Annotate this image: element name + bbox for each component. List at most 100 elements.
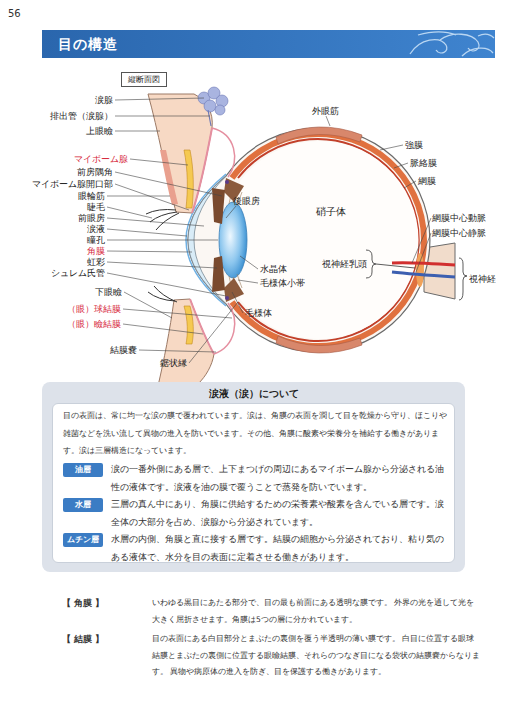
leader-line xyxy=(115,184,189,210)
leader-line xyxy=(107,229,187,236)
part-name: （眼）瞼結膜 xyxy=(67,319,121,329)
leader-line xyxy=(326,116,330,126)
central-artery xyxy=(392,263,455,265)
leader-line xyxy=(139,350,216,352)
iris xyxy=(212,188,225,224)
leader-line xyxy=(107,218,204,226)
part-name: 脈絡膜 xyxy=(410,158,437,168)
palpebral-conjunctiva xyxy=(190,299,214,354)
part-name: 角膜 xyxy=(87,246,105,256)
upper-eyelid xyxy=(148,94,212,213)
extraocular-muscle xyxy=(276,336,362,353)
schlemm-canal xyxy=(225,180,229,184)
part-name: 虹彩 xyxy=(87,257,105,267)
meibomian-gland xyxy=(184,306,193,344)
eyelash xyxy=(146,210,179,231)
leader-line xyxy=(189,302,238,363)
gland-lobe xyxy=(204,100,216,112)
info-inner-panel: 目の表面は、常に均一な涙の膜で覆われています。涙は、角膜の表面を潤して目を乾燥か… xyxy=(52,403,455,563)
part-name: 網膜中心静脈 xyxy=(432,228,486,238)
part-name: 鋸状縁 xyxy=(160,358,187,368)
part-name: 視神経乳頭 xyxy=(322,259,367,269)
leader-line xyxy=(107,207,152,218)
tear-layer-row: ムチン層水層の内側、角膜と直に接する層です。結膜の細胞から分泌されており、粘り気… xyxy=(63,531,453,566)
eyelids xyxy=(146,87,235,386)
part-name: マイボーム腺開口部 xyxy=(32,179,113,189)
leader-line xyxy=(380,145,403,150)
part-name: 睫毛 xyxy=(87,202,105,212)
part-name: 瞳孔 xyxy=(87,235,105,245)
leader-line xyxy=(107,262,217,268)
page-number: 56 xyxy=(8,9,21,19)
schlemm-canal xyxy=(225,296,229,300)
leader-line xyxy=(123,309,232,318)
leader-line xyxy=(240,256,258,269)
part-name: 硝子体 xyxy=(316,207,346,217)
layer-tag: 水層 xyxy=(63,498,103,512)
layer-description: 水層の内側、角膜と直に接する層です。結膜の細胞から分泌されており、粘り気のある液… xyxy=(111,531,449,566)
optic-disc xyxy=(416,253,424,287)
view-label-box: 縦断面図 xyxy=(121,72,167,87)
leader-line xyxy=(238,280,258,283)
title-banner: 目の構造 xyxy=(42,30,495,58)
lacrimal-duct xyxy=(208,110,211,126)
leader-line xyxy=(107,240,218,241)
part-name: 結膜嚢 xyxy=(110,345,137,355)
part-name: 毛様体 xyxy=(245,308,272,318)
extraocular-muscle xyxy=(276,127,362,144)
leader-line xyxy=(394,163,408,168)
leader-lines xyxy=(107,98,431,363)
leader-line xyxy=(130,159,188,165)
part-name: 視神経 xyxy=(469,274,496,284)
layer-description: 涙の一番外側にある層で、上下まつげの周辺にあるマイボーム腺から分泌される油性の液… xyxy=(111,461,449,496)
part-name: 網膜中心動脈 xyxy=(432,213,486,223)
info-panel: 涙液（涙）について目の表面は、常に均一な涙の膜で覆われています。涙は、角膜の表面… xyxy=(42,382,465,572)
eyelash xyxy=(148,286,177,302)
tear-layer-row: 油層涙の一番外側にある層で、上下まつげの周辺にあるマイボーム腺から分泌される油性… xyxy=(63,461,453,496)
layer-description: 三層の真ん中にあり、角膜に供給するための栄養素や酸素を含んでいる層です。涙全体の… xyxy=(111,496,449,531)
term-description: 目の表面にある白目部分とまぶたの裏側を覆う半透明の薄い膜です。 白目に位置する眼… xyxy=(152,631,482,681)
leader-line xyxy=(123,324,203,334)
ciliary-body xyxy=(224,278,244,302)
bracket xyxy=(459,258,467,300)
part-name: 涙腺 xyxy=(95,95,113,105)
meibomian-gland xyxy=(184,150,193,208)
leader-line xyxy=(115,131,160,132)
palpebral-conjunctiva xyxy=(192,128,212,213)
central-vein xyxy=(392,272,455,277)
part-name: 下眼瞼 xyxy=(95,287,122,297)
leader-line xyxy=(107,196,170,197)
leader-line xyxy=(416,233,431,272)
bulbar-conjunctiva xyxy=(212,128,235,177)
part-name: マイボーム腺 xyxy=(74,154,128,164)
choroid xyxy=(232,134,424,346)
layer-tag: 油層 xyxy=(63,463,103,477)
vitreous-body xyxy=(240,141,418,339)
tear-layer-row: 水層三層の真ん中にあり、角膜に供給するための栄養素や酸素を含んでいる層です。涙全… xyxy=(63,496,453,531)
retina xyxy=(238,139,419,341)
part-name: 前眼房 xyxy=(78,213,105,223)
orbicularis-muscle xyxy=(160,150,178,205)
layer-tag: ムチン層 xyxy=(63,533,103,547)
leader-line xyxy=(376,264,415,268)
iris xyxy=(212,256,225,292)
body-text: 目の表面は、常に均一な涙の膜で覆われています。涙は、角膜の表面を潤して目を乾燥か… xyxy=(63,407,453,460)
leader-line xyxy=(115,116,210,117)
part-name: 涙液 xyxy=(87,224,105,234)
part-name: 外眼筋 xyxy=(312,106,339,116)
part-name: 強膜 xyxy=(405,140,423,150)
part-name: 前房隅角 xyxy=(77,167,113,177)
sclera xyxy=(188,128,430,352)
leader-line xyxy=(115,172,222,196)
lacrimal-gland xyxy=(198,87,228,126)
part-name: 網膜 xyxy=(418,176,436,186)
part-name: （眼）球結膜 xyxy=(67,304,121,314)
page-title: 目の構造 xyxy=(58,30,118,58)
leader-line xyxy=(404,181,416,188)
term-description: いわゆる黒目にあたる部分で、目の最も前面にある透明な膜です。 外界の光を通して光… xyxy=(152,595,482,628)
term-heading: 【 結膜 】 xyxy=(62,634,104,644)
leader-line xyxy=(107,251,192,252)
